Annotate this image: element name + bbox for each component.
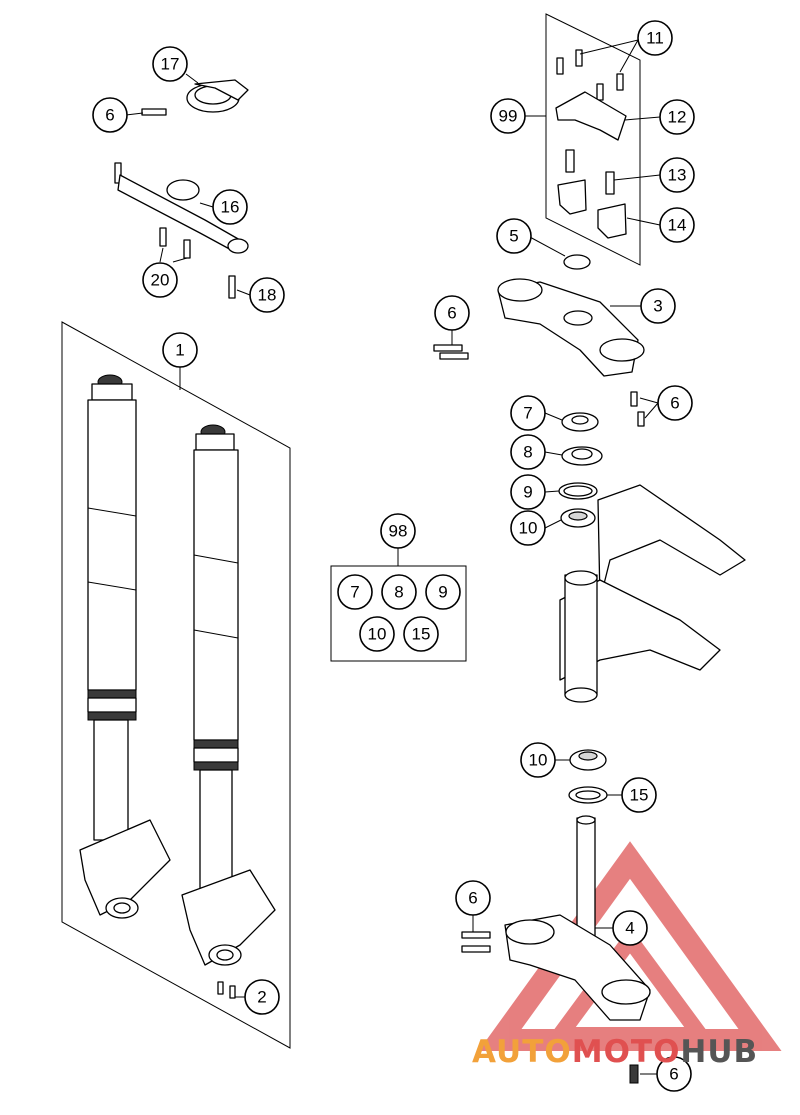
bolt-6-top-left: [141, 108, 167, 116]
damper-bracket-17: [186, 79, 249, 113]
callout-15: 15: [621, 777, 657, 813]
svg-text:9: 9: [438, 583, 447, 602]
kit98-item-9: 9: [425, 574, 461, 610]
steering-damper: [114, 162, 249, 254]
svg-text:10: 10: [529, 751, 548, 770]
callout-6-bottom: 6: [656, 1056, 692, 1092]
svg-text:6: 6: [669, 1065, 678, 1084]
bolt-6-lower-c: [629, 1064, 639, 1084]
bolt-6-upper-right-2: [637, 411, 645, 427]
svg-text:7: 7: [350, 583, 359, 602]
callout-99: 99: [490, 98, 526, 134]
bolt-20a: [159, 227, 167, 247]
svg-text:9: 9: [523, 483, 532, 502]
svg-text:20: 20: [151, 271, 170, 290]
kit98-item-10: 10: [359, 616, 395, 652]
callout-10-upper: 10: [510, 510, 546, 546]
svg-text:4: 4: [625, 919, 634, 938]
callout-6-mid-right: 6: [657, 385, 693, 421]
callout-18: 18: [249, 277, 285, 313]
bolt-18: [228, 275, 236, 299]
bolt-6-lower-b: [461, 945, 491, 953]
svg-text:6: 6: [105, 106, 114, 125]
svg-text:11: 11: [646, 29, 664, 48]
svg-text:10: 10: [368, 625, 387, 644]
svg-text:7: 7: [523, 404, 532, 423]
callout-16: 16: [212, 189, 248, 225]
watermark-text: AUTOMOTOHUB: [472, 1034, 758, 1070]
screw-set-11: [556, 49, 624, 101]
svg-text:6: 6: [670, 394, 679, 413]
frame-steering-head: [559, 484, 746, 703]
bearing-stack: [558, 412, 603, 528]
svg-text:98: 98: [389, 522, 408, 541]
watermark-moto: MOTO: [572, 1034, 681, 1070]
svg-text:2: 2: [257, 988, 266, 1007]
lower-bar-clamp-b: [597, 203, 627, 239]
kit98-item-7: 7: [337, 574, 373, 610]
callout-9: 9: [510, 474, 546, 510]
bolt-20b: [183, 239, 191, 259]
callout-17: 17: [152, 46, 188, 82]
callout-4: 4: [612, 910, 648, 946]
upper-triple-clamp: [497, 278, 645, 377]
svg-text:99: 99: [499, 107, 518, 126]
svg-text:10: 10: [519, 519, 538, 538]
steering-head-cap: [563, 254, 591, 270]
seal-15-inner: [575, 790, 601, 800]
kit98-item-8: 8: [381, 574, 417, 610]
bolt-6-lower-a: [461, 931, 491, 939]
callout-12: 12: [659, 99, 695, 135]
callout-6-mid-left: 6: [434, 295, 470, 331]
callout-11: 11: [637, 20, 673, 56]
fork-assembly-frame: [61, 321, 291, 1049]
svg-text:8: 8: [394, 583, 403, 602]
callout-98: 98: [380, 513, 416, 549]
clamp-bolt-13b: [605, 171, 615, 195]
callout-13: 13: [659, 157, 695, 193]
clamp-bolt-13a: [565, 149, 575, 173]
callout-5: 5: [496, 218, 532, 254]
svg-text:3: 3: [653, 297, 662, 316]
callout-10-lower: 10: [520, 742, 556, 778]
watermark-auto: AUTO: [472, 1034, 572, 1070]
upper-bar-clamp: [555, 91, 627, 141]
callout-3: 3: [640, 288, 676, 324]
callout-20: 20: [142, 262, 178, 298]
leader-lines: [125, 39, 661, 1075]
fork-leg-right: [181, 424, 276, 999]
svg-text:18: 18: [258, 286, 277, 305]
svg-text:16: 16: [221, 198, 240, 217]
svg-text:14: 14: [668, 216, 687, 235]
bolt-6-upper-left-2: [439, 352, 469, 360]
svg-text:8: 8: [523, 443, 532, 462]
svg-text:17: 17: [161, 55, 180, 74]
watermark-hub: HUB: [680, 1034, 758, 1070]
svg-text:15: 15: [630, 786, 649, 805]
svg-text:5: 5: [509, 227, 518, 246]
svg-text:12: 12: [668, 108, 687, 127]
lower-triple-clamp: [504, 815, 651, 1021]
callout-6-top: 6: [92, 97, 128, 133]
callout-6-lower-left: 6: [455, 880, 491, 916]
bar-clamp-kit-frame: [545, 13, 641, 266]
callout-8: 8: [510, 434, 546, 470]
svg-text:1: 1: [175, 341, 184, 360]
callout-7: 7: [510, 395, 546, 431]
kit98-item-15: 15: [403, 616, 439, 652]
svg-text:13: 13: [668, 166, 687, 185]
svg-text:6: 6: [468, 889, 477, 908]
callout-14: 14: [659, 207, 695, 243]
callout-1: 1: [162, 332, 198, 368]
lower-bearing-10-inner: [578, 751, 598, 761]
callout-2: 2: [244, 979, 280, 1015]
bolt-6-upper-right: [630, 391, 638, 407]
svg-text:6: 6: [447, 304, 456, 323]
lower-bar-clamp-a: [557, 179, 587, 215]
svg-text:15: 15: [412, 625, 431, 644]
bolt-6-upper-left: [433, 344, 463, 352]
fork-leg-left: [79, 374, 171, 919]
